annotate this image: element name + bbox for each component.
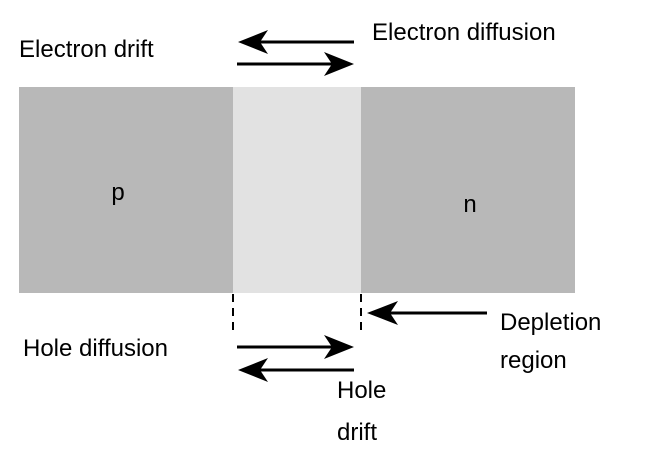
n-region	[361, 87, 575, 293]
hole-drift-arrow	[238, 358, 354, 382]
hole-drift-label-line2: drift	[337, 419, 377, 446]
hole-diffusion-label: Hole diffusion	[23, 335, 168, 362]
p-label: p	[111, 179, 124, 206]
hole-diffusion-arrow	[237, 335, 354, 359]
electron-diffusion-arrow	[237, 52, 354, 76]
n-label: n	[463, 191, 476, 218]
hole-drift-label-line1: Hole	[337, 377, 386, 404]
depletion-label-line2: region	[500, 347, 567, 374]
electron-diffusion-label: Electron diffusion	[372, 19, 556, 46]
electron-drift-label: Electron drift	[19, 36, 154, 63]
depletion-label-line1: Depletion	[500, 309, 601, 336]
depletion-region	[233, 87, 361, 293]
electron-drift-arrow	[238, 30, 354, 54]
depletion-pointer-arrow	[367, 301, 487, 325]
p-region	[19, 87, 233, 293]
